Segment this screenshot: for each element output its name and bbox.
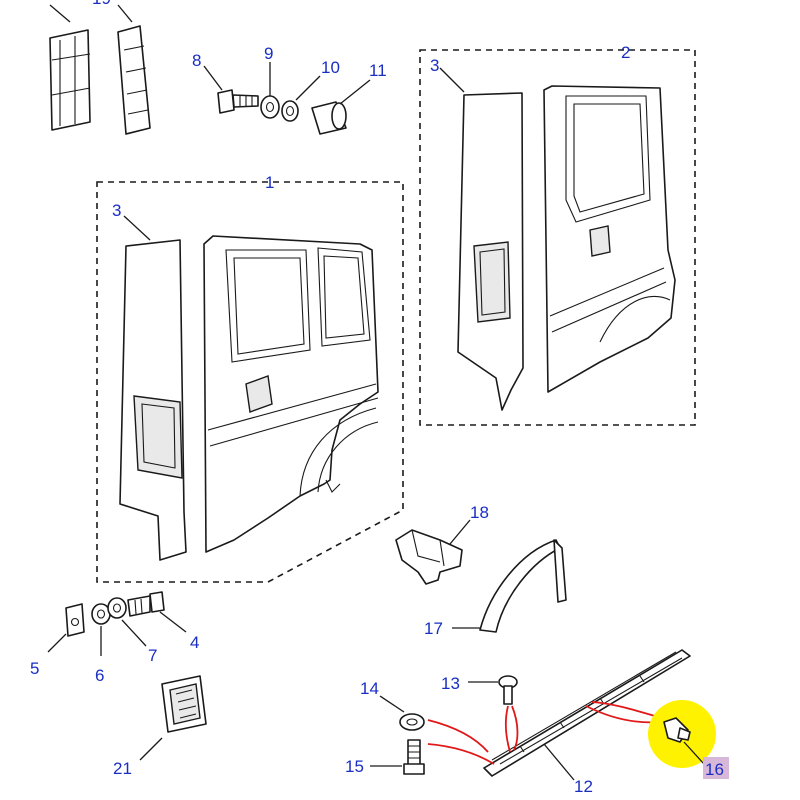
callout-11: 11 xyxy=(369,61,387,80)
callout-10: 10 xyxy=(321,58,340,77)
callout-15: 15 xyxy=(345,757,364,776)
callout-21: 21 xyxy=(113,759,132,778)
callout-3-left: 3 xyxy=(112,201,121,220)
callout-3-top: 3 xyxy=(430,56,439,75)
leader-top-left-a xyxy=(49,4,71,23)
quarter-pillar-top xyxy=(457,92,524,411)
callout-7: 7 xyxy=(148,646,157,665)
washer-hole-9 xyxy=(265,101,275,113)
washer-hole-10 xyxy=(285,105,295,117)
washer-part-9 xyxy=(260,95,280,119)
callout-13: 13 xyxy=(441,674,460,693)
bracket-part-right xyxy=(117,25,151,135)
leader-4 xyxy=(159,611,187,633)
leader-3-left xyxy=(123,215,151,241)
leader-21 xyxy=(139,737,163,761)
leader-8 xyxy=(203,65,223,91)
callout-18: 18 xyxy=(470,503,489,522)
callout-6: 6 xyxy=(95,666,104,685)
callout-19: 19 xyxy=(92,0,111,8)
leader-7 xyxy=(121,619,147,647)
leader-18 xyxy=(449,519,471,545)
grille-part-21 xyxy=(161,675,207,733)
callout-2: 2 xyxy=(621,43,630,62)
washer-part-7 xyxy=(107,597,127,619)
bolt-part-15 xyxy=(403,739,425,775)
washer-part-10 xyxy=(281,100,299,122)
side-panel-top xyxy=(543,85,676,393)
leader-3-top xyxy=(439,67,465,93)
leader-16 xyxy=(683,741,705,765)
washer-hole-14 xyxy=(406,718,418,726)
clip-part-18 xyxy=(395,529,463,585)
callout-17: 17 xyxy=(424,619,443,638)
assembly-2-outline xyxy=(419,49,696,426)
sill-strip-part-12 xyxy=(483,649,691,777)
bolt-part-8 xyxy=(217,89,259,114)
leader-5 xyxy=(47,633,67,653)
callout-9: 9 xyxy=(264,44,273,63)
leader-10 xyxy=(295,75,321,101)
clip-nut-part-5 xyxy=(65,603,85,637)
callout-4: 4 xyxy=(190,633,199,652)
washer-hole-7 xyxy=(112,603,122,613)
callout-16[interactable]: 16 xyxy=(705,760,724,779)
leader-11 xyxy=(339,79,371,105)
arch-moulding-part-17 xyxy=(479,539,561,633)
bush-part-11 xyxy=(311,101,347,135)
screw-part-13 xyxy=(498,675,518,705)
callout-8: 8 xyxy=(192,51,201,70)
washer-part-14 xyxy=(399,713,425,731)
callout-12: 12 xyxy=(574,777,593,796)
assembly-1-outline xyxy=(96,181,404,583)
screw-part-4 xyxy=(127,591,165,617)
washer-hole-6 xyxy=(96,609,106,619)
side-panel-left xyxy=(203,235,379,553)
callout-1: 1 xyxy=(265,173,274,192)
quarter-pillar-left xyxy=(119,239,187,561)
arch-moulding-end-17 xyxy=(553,539,567,603)
clip-part-16 xyxy=(663,717,691,743)
leader-top-left-b xyxy=(117,4,133,23)
callout-5: 5 xyxy=(30,659,39,678)
leader-12 xyxy=(543,743,575,781)
callout-16-badge[interactable] xyxy=(703,757,729,779)
leader-14 xyxy=(379,695,405,713)
callout-14: 14 xyxy=(360,679,379,698)
block-part-left xyxy=(49,29,91,131)
